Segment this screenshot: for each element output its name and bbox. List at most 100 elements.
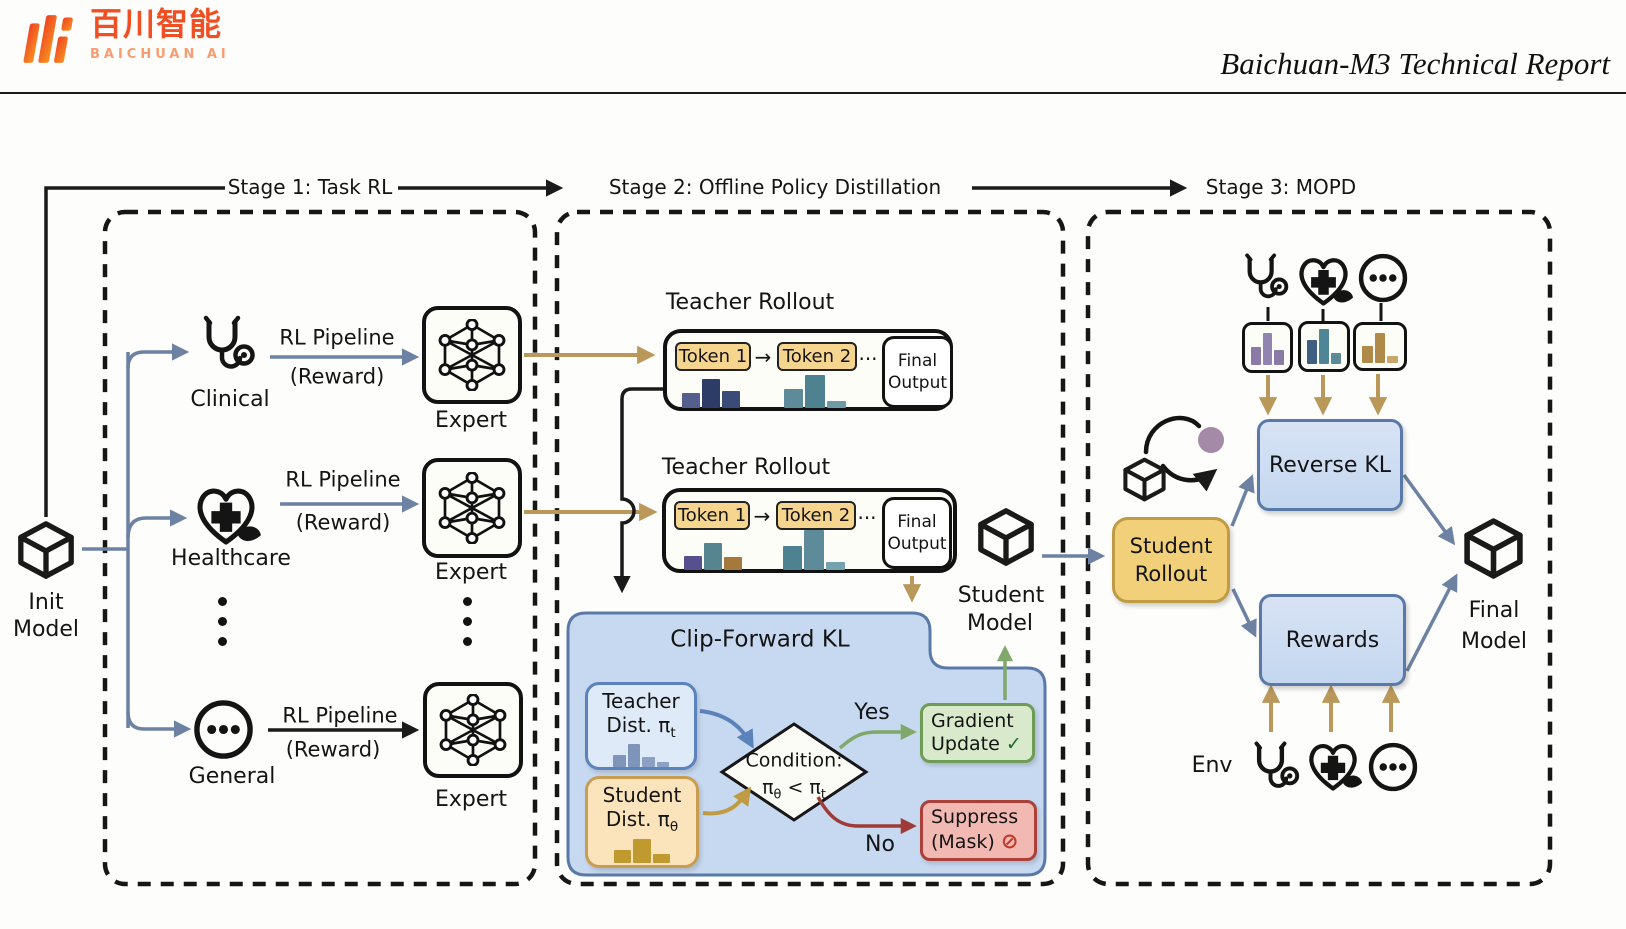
reward-label-2: (Reward) — [295, 510, 391, 535]
teacher-dist-line1: Teacher — [602, 689, 680, 713]
condition-label: Condition: — [745, 749, 843, 772]
no-arrow — [816, 796, 917, 835]
healthcare-reward-chart — [1307, 328, 1341, 364]
general-dots-icon — [192, 698, 255, 761]
healthcare-heart-icon — [190, 479, 262, 551]
final-output-line1: Final — [897, 350, 938, 371]
expert-box-general — [423, 682, 523, 778]
clinical-reward-chart — [1251, 329, 1285, 365]
brand-name-en: BAICHUAN AI — [90, 46, 230, 62]
student-dist-line2: Dist. πθ — [605, 806, 679, 835]
general-reward-dist-box — [1353, 322, 1407, 371]
reward-label-1: (Reward) — [289, 364, 385, 389]
ellipsis-dot — [218, 637, 227, 646]
neural-net-icon — [437, 694, 509, 766]
student-model-label-line2: Model — [966, 610, 1034, 636]
token2-chip: Token 2 — [776, 501, 856, 530]
baichuan-logo: 百川智能 BAICHUAN AI — [14, 5, 230, 70]
teacher-rollout-box-1: Token 1 → Token 2 ... Final Output — [663, 329, 953, 411]
token2-distribution-chart — [784, 373, 846, 408]
token1-chip: Token 1 — [674, 501, 750, 530]
reward-label-3: (Reward) — [285, 737, 381, 762]
general-reward-chart — [1362, 329, 1399, 363]
expert-label-3: Expert — [434, 786, 508, 812]
stage3-stethoscope-icon — [1237, 252, 1291, 306]
rewards-label: Rewards — [1285, 627, 1380, 653]
token-ellipsis: ... — [858, 341, 878, 365]
no-label: No — [865, 831, 895, 857]
token1-distribution-chart — [684, 542, 742, 570]
gradient-line1: Gradient — [931, 709, 1014, 732]
stage3-heart-icon — [1293, 250, 1354, 311]
final-model-label-line2: Model — [1460, 628, 1528, 654]
expert-label-1: Expert — [434, 407, 508, 433]
final-output-box: Final Output — [882, 497, 952, 569]
token-arrow: → — [754, 345, 772, 369]
suppress-line1: Suppress — [931, 806, 1019, 829]
teacher-distribution-chart — [613, 743, 669, 767]
final-model-label-line1: Final — [1468, 597, 1520, 623]
general-label: General — [188, 763, 276, 789]
student-dist-box: Student Dist. πθ — [585, 776, 699, 868]
yes-label: Yes — [854, 699, 890, 725]
gradient-update-box: Gradient Update ✓ — [920, 703, 1035, 763]
clinical-stethoscope-icon — [194, 314, 258, 378]
env-reward-arrows — [1261, 684, 1401, 732]
ellipsis-dot — [218, 617, 227, 626]
student-rollout-line2: Rollout — [1134, 562, 1208, 586]
init-branch-lines — [82, 343, 192, 738]
final-output-line2: Output — [887, 373, 948, 393]
token1-chip: Token 1 — [675, 342, 751, 371]
rollout-sample-dot — [1198, 427, 1224, 453]
yes-arrow — [838, 723, 917, 750]
gradient-line2: Update ✓ — [931, 733, 1022, 755]
student-rollout-line1: Student — [1129, 533, 1213, 558]
token-ellipsis: ... — [857, 500, 877, 524]
env-heart-icon — [1303, 736, 1363, 796]
ellipsis-dot — [463, 617, 472, 626]
final-output-line1: Final — [897, 511, 937, 532]
clinical-label: Clinical — [190, 386, 270, 412]
token1-distribution-chart — [682, 377, 740, 408]
rl-pipeline-label-2: RL Pipeline — [285, 467, 401, 492]
env-dots-icon — [1367, 741, 1419, 793]
init-model-cube-icon — [15, 519, 77, 581]
expert-box-clinical — [422, 306, 522, 404]
stage3-dist-arrows — [1258, 374, 1388, 416]
ellipsis-dot — [218, 597, 227, 606]
init-model-label-line1: Init — [28, 589, 64, 615]
healthcare-label: Healthcare — [171, 545, 291, 571]
clip-forward-title: Clip-Forward KL — [670, 626, 850, 653]
student-dist-arrow — [702, 786, 752, 816]
expert-label-2: Expert — [434, 559, 508, 585]
prohibition-icon: ⊘ — [1000, 829, 1019, 854]
student-rollout-box: Student Rollout — [1112, 517, 1230, 603]
check-icon: ✓ — [1005, 733, 1022, 755]
rollout-cube-icon — [1121, 456, 1168, 503]
env-stethoscope-icon — [1246, 740, 1302, 796]
stage3-dots-icon — [1357, 252, 1409, 304]
stage2-label: Stage 2: Offline Policy Distillation — [608, 175, 942, 199]
final-output-line2: Output — [887, 534, 947, 554]
header-rule — [0, 92, 1626, 94]
rl-pipeline-label-3: RL Pipeline — [282, 703, 398, 728]
student-model-label-line1: Student — [957, 582, 1045, 608]
ellipsis-dot — [463, 597, 472, 606]
final-model-cube-icon — [1461, 516, 1526, 581]
teacher-rollout-title-2: Teacher Rollout — [661, 454, 831, 480]
student-dist-line1: Student — [602, 783, 682, 807]
expert-box-healthcare — [422, 458, 522, 558]
stage3-label: Stage 3: MOPD — [1205, 175, 1357, 199]
token2-chip: Token 2 — [777, 342, 857, 371]
report-title: Baichuan-M3 Technical Report — [1220, 46, 1610, 81]
rewards-box: Rewards — [1259, 594, 1406, 686]
init-model-label-line2: Model — [12, 616, 80, 642]
healthcare-reward-dist-box — [1298, 321, 1350, 372]
clinical-reward-dist-box — [1242, 322, 1293, 373]
student-model-cube-icon — [975, 506, 1037, 568]
reverse-kl-box: Reverse KL — [1257, 419, 1403, 511]
condition-diamond — [719, 722, 869, 822]
final-output-box: Final Output — [882, 336, 953, 408]
brand-name-cn: 百川智能 — [90, 5, 223, 43]
env-label: Env — [1191, 752, 1233, 778]
